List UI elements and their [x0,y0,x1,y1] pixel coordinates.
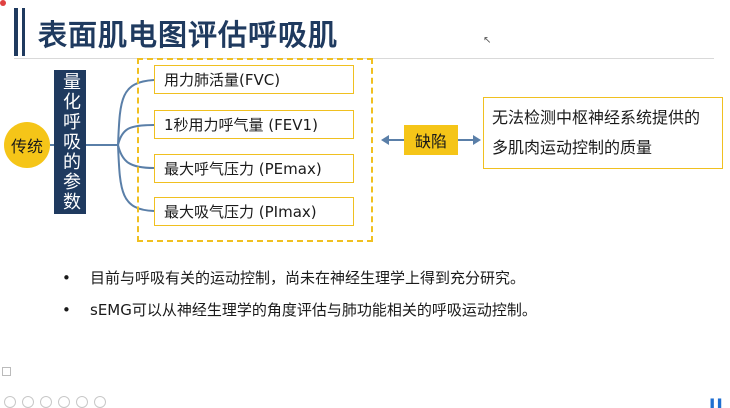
title-accent-bar-secondary [22,8,25,56]
slide-title: 表面肌电图评估呼吸肌 [38,18,339,52]
param-pimax: 最大吸气压力 (PImax) [154,197,354,226]
control-button[interactable] [22,396,34,408]
bullet-text: 目前与呼吸有关的运动控制，尚未在神经生理学上得到充分研究。 [90,269,526,287]
defect-description: 无法检测中枢神经系统提供的多肌肉运动控制的质量 [483,97,723,169]
defect-tag-label: 缺陷 [414,132,447,151]
param-fvc-label: 用力肺活量(FVC) [164,71,281,89]
bullet-item: • 目前与呼吸有关的运动控制，尚未在神经生理学上得到充分研究。 [62,262,702,294]
bullet-marker: • [62,301,71,319]
param-fev1-label: 1秒用力呼气量 (FEV1) [164,116,318,134]
bullet-item: • sEMG可以从神经生理学的角度评估与肺功能相关的呼吸运动控制。 [62,294,702,326]
control-button[interactable] [94,396,106,408]
slide-thumbnail-icon[interactable] [2,367,11,376]
control-button[interactable] [4,396,16,408]
player-controls [4,396,106,408]
bullet-text: sEMG可以从神经生理学的角度评估与肺功能相关的呼吸运动控制。 [90,301,537,319]
param-fev1: 1秒用力呼气量 (FEV1) [154,110,354,139]
quantified-parameters-text: 量化呼吸的参数 [60,72,81,212]
bullet-marker: • [62,269,71,287]
defect-tag: 缺陷 [404,125,458,155]
param-pimax-label: 最大吸气压力 (PImax) [164,203,317,221]
cursor-icon: ↖ [483,35,492,46]
traditional-tag: 传统 [4,122,50,168]
bullet-list: • 目前与呼吸有关的运动控制，尚未在神经生理学上得到充分研究。 • sEMG可以… [62,262,702,326]
quantified-parameters-label: 量化呼吸的参数 [54,70,86,214]
param-fvc: 用力肺活量(FVC) [154,65,354,94]
param-pemax-label: 最大呼气压力 (PEmax) [164,160,322,178]
record-indicator-icon [0,0,6,6]
param-pemax: 最大呼气压力 (PEmax) [154,154,354,183]
control-button[interactable] [76,396,88,408]
control-button[interactable] [40,396,52,408]
control-button[interactable] [58,396,70,408]
parameters-group [137,58,373,242]
traditional-tag-label: 传统 [10,137,43,156]
pause-icon[interactable]: ❚❚ [708,398,724,408]
title-accent-bar [14,8,18,56]
